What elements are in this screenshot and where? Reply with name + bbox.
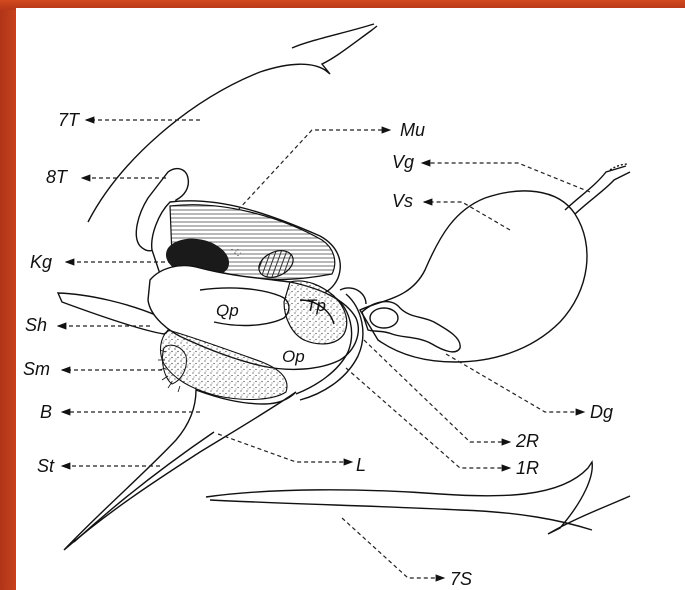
label-st: St [37,456,55,476]
label-dg: Dg [590,402,613,422]
leader-dg [446,354,584,412]
gland-neck [370,308,398,328]
leader-l [218,434,352,462]
venom-reservoir [360,191,587,362]
label-vs: Vs [392,191,413,211]
sting-shaft [64,390,296,550]
seventh-tergite-outline [88,26,377,222]
leader-2r [364,340,510,442]
label-qp: Qp [216,301,239,320]
label-kg: Kg [30,252,52,272]
leader-1r [346,368,510,468]
label-sm: Sm [23,359,50,379]
label-mu: Mu [400,120,425,140]
label-l: L [356,455,366,475]
label-vg: Vg [392,152,414,172]
tergite-top-edge [292,24,374,48]
label-2r: 2R [515,431,539,451]
label-1r: 1R [516,458,539,478]
label-8t: 8T [46,167,69,187]
leader-mu [238,130,390,210]
label-b: B [40,402,52,422]
label-op: Op [282,347,305,366]
leader-vg [422,163,590,192]
leader-7s [342,518,444,578]
leader-vs [424,202,510,230]
label-tp: Tp [306,296,326,315]
venom-gland-duct [565,166,630,214]
sternite-lower-edge [210,500,592,530]
label-7s: 7S [450,569,472,589]
label-7t: 7T [58,110,81,130]
label-sh: Sh [25,315,47,335]
